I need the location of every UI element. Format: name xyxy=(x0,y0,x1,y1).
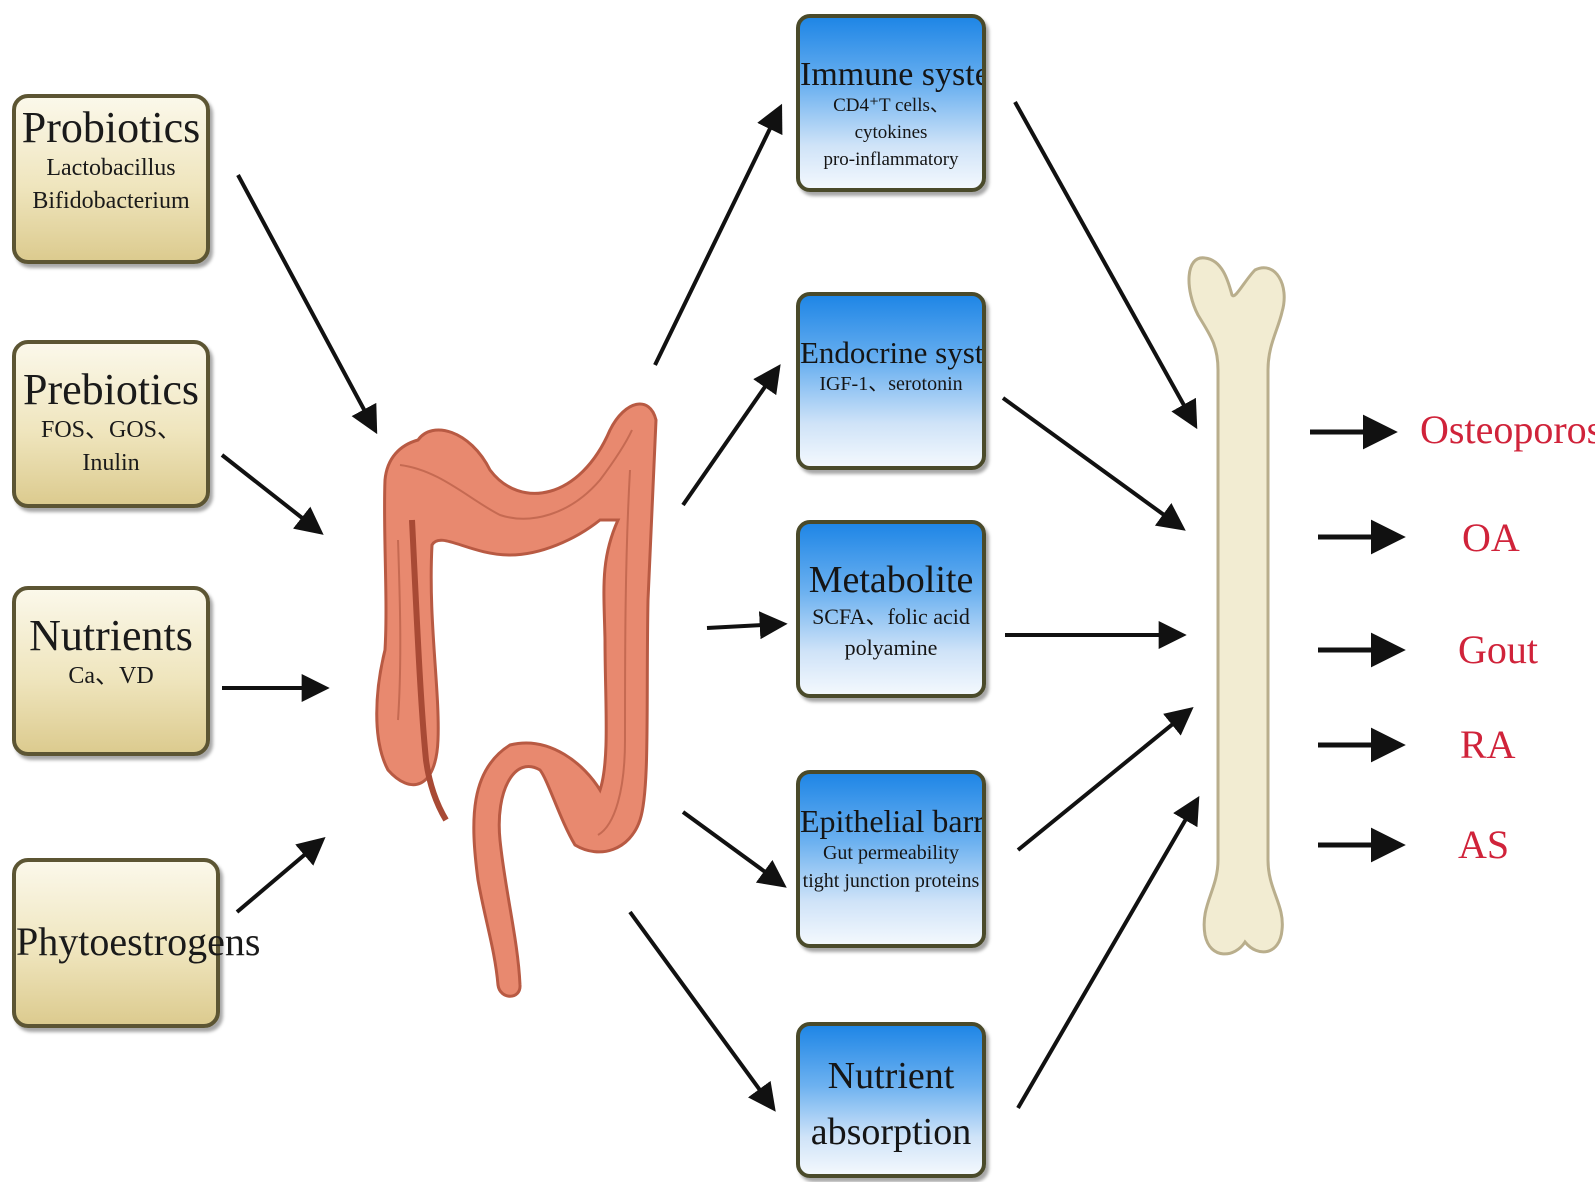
input-subtitle: Lactobacillus xyxy=(16,152,206,184)
mechanism-box-metabolite: Metabolite SCFA、folic acid polyamine xyxy=(796,520,986,698)
input-box-nutrients: Nutrients Ca、VD xyxy=(12,586,210,756)
arrow-probiotics xyxy=(238,175,375,430)
mechanism-subtitle: IGF-1、serotonin xyxy=(800,370,982,398)
arrow-to-epithelial xyxy=(683,812,783,885)
mechanism-box-epithelial: Epithelial barrier Gut permeability tigh… xyxy=(796,770,986,948)
input-title: Nutrients xyxy=(16,612,206,660)
outcome-oa: OA xyxy=(1462,518,1520,558)
mechanism-title: Epithelial barrier xyxy=(800,804,982,839)
mechanism-box-nutrient-absorption: Nutrient absorption xyxy=(796,1022,986,1178)
mechanism-subtitle: polyamine xyxy=(800,633,982,664)
mechanism-box-immune: Immune system CD4⁺T cells、cytokines pro-… xyxy=(796,14,986,192)
input-box-phytoestrogens: Phytoestrogens xyxy=(12,858,220,1028)
input-subtitle: Bifidobacterium xyxy=(16,185,206,217)
arrow-phytoestrogens xyxy=(237,840,322,912)
input-title: Prebiotics xyxy=(16,366,206,414)
arrow-to-nutrient-absorption xyxy=(630,912,773,1108)
arrow-to-immune xyxy=(655,108,780,365)
arrow-absorption-to-bone xyxy=(1018,800,1197,1108)
mechanism-subtitle: SCFA、folic acid xyxy=(800,602,982,633)
mechanism-subtitle: absorption xyxy=(800,1112,982,1154)
mechanism-subtitle: tight junction proteins xyxy=(800,867,982,895)
mechanism-subtitle: CD4⁺T cells、cytokines xyxy=(800,93,982,146)
arrow-prebiotics xyxy=(222,455,320,532)
bone-icon xyxy=(1189,258,1284,954)
mechanism-subtitle: pro-inflammatory xyxy=(800,147,982,174)
arrow-to-metabolite xyxy=(707,624,783,628)
mechanism-box-endocrine: Endocrine system IGF-1、serotonin xyxy=(796,292,986,470)
mechanism-title: Endocrine system xyxy=(800,336,982,370)
outcome-gout: Gout xyxy=(1458,630,1538,670)
input-box-probiotics: Probiotics Lactobacillus Bifidobacterium xyxy=(12,94,210,264)
input-box-prebiotics: Prebiotics FOS、GOS、Inulin xyxy=(12,340,210,508)
input-title: Probiotics xyxy=(16,104,206,152)
large-intestine-icon xyxy=(377,404,656,996)
mechanism-title: Nutrient xyxy=(800,1056,982,1098)
arrow-immune-to-bone xyxy=(1015,102,1195,425)
mechanism-title: Metabolite xyxy=(800,560,982,602)
outcome-as: AS xyxy=(1458,825,1509,865)
input-subtitle: FOS、GOS、Inulin xyxy=(16,414,206,479)
arrow-epithelial-to-bone xyxy=(1018,710,1190,850)
arrow-endocrine-to-bone xyxy=(1003,398,1182,528)
outcome-osteoporosis: Osteoporosis xyxy=(1420,410,1595,450)
input-title: Phytoestrogens xyxy=(16,920,216,964)
mechanism-subtitle: Gut permeability xyxy=(800,839,982,867)
outcome-ra: RA xyxy=(1460,725,1516,765)
input-subtitle: Ca、VD xyxy=(16,660,206,692)
mechanism-title: Immune system xyxy=(800,56,982,93)
arrow-to-endocrine xyxy=(683,368,778,505)
